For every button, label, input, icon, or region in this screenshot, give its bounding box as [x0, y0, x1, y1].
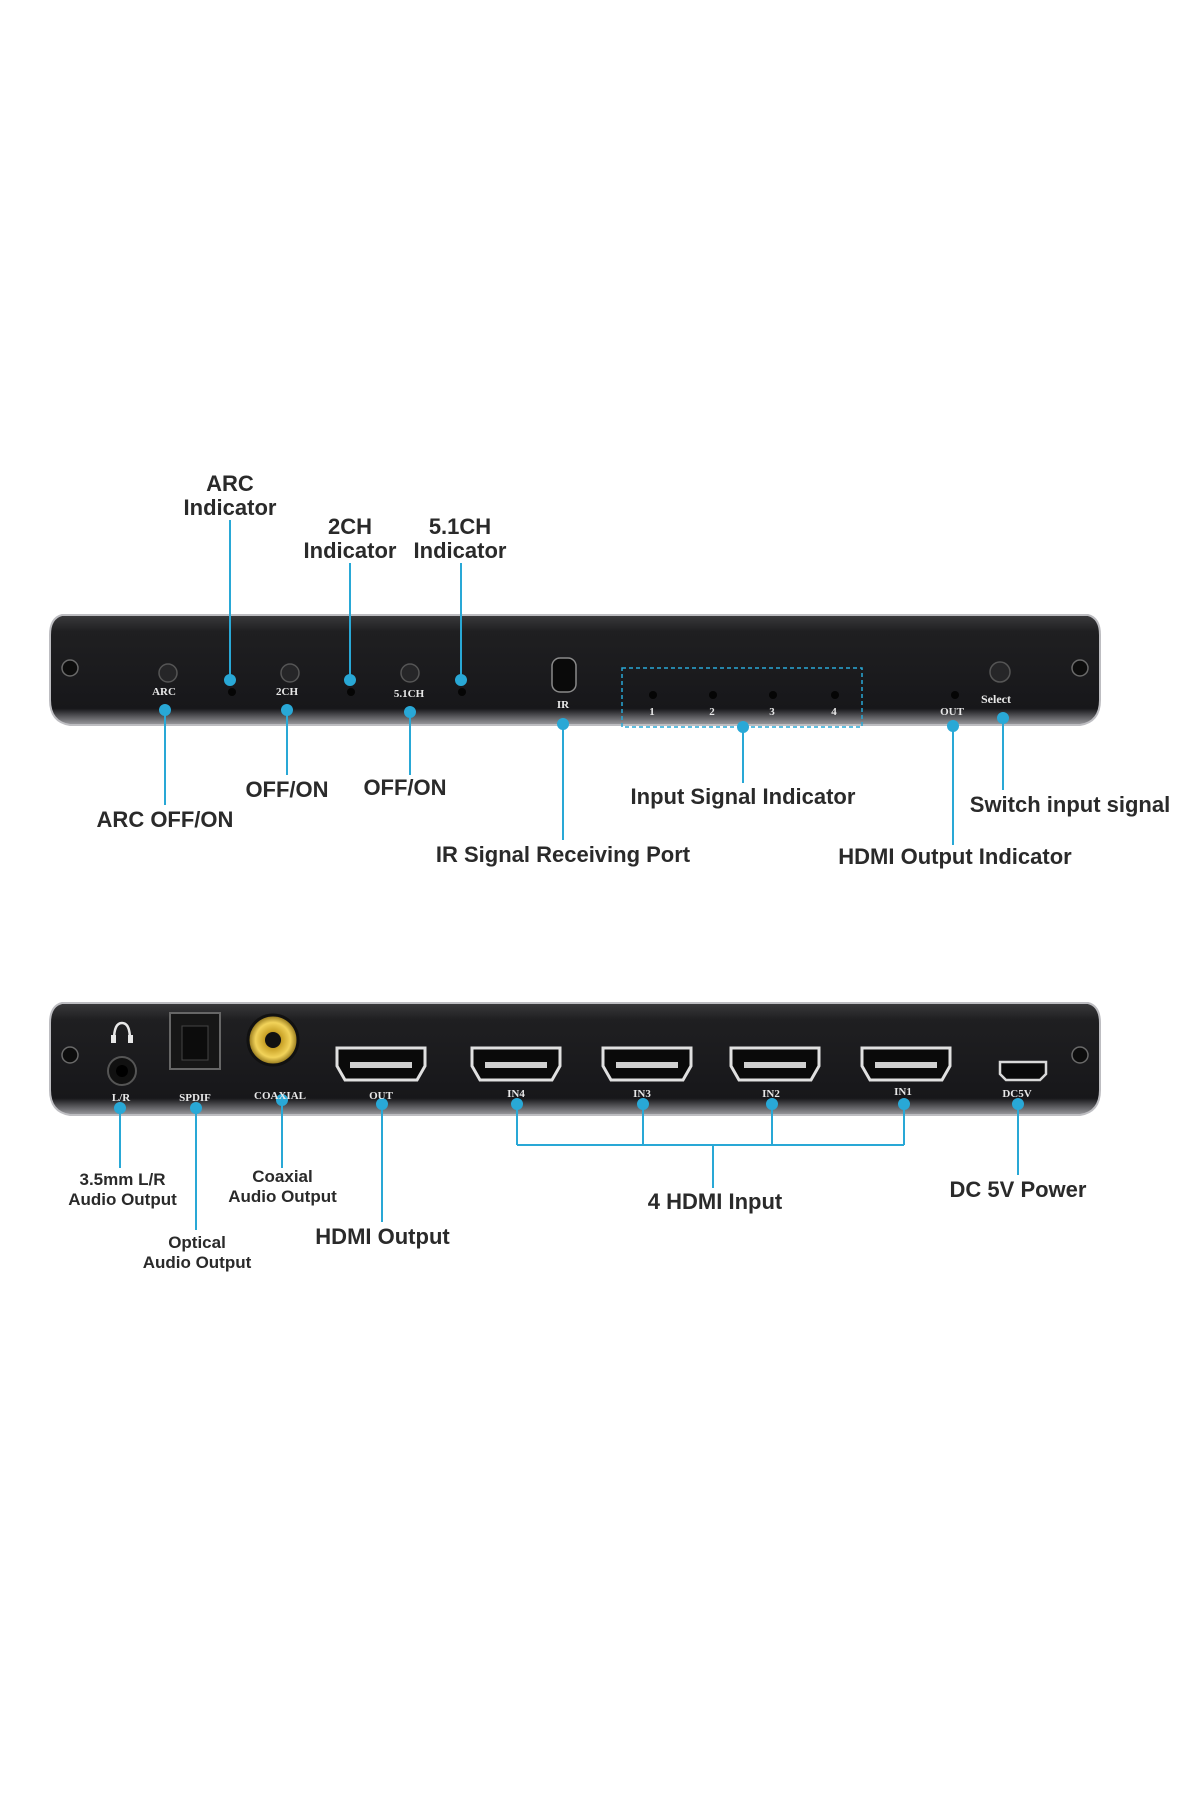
silk-input-4: 4 — [831, 706, 837, 718]
5-1ch-button — [400, 663, 420, 683]
callout-arc-off-on: ARC OFF/ON — [96, 807, 234, 832]
hdmi-in2-port — [729, 1046, 821, 1082]
headphone-icon — [112, 1021, 132, 1041]
silk-lr: L/R — [111, 1092, 131, 1104]
5-1ch-led — [458, 688, 466, 696]
callout-hdmi-out-indicator: HDMI Output Indicator — [838, 844, 1072, 869]
input-4-led — [831, 691, 839, 699]
callout-2ch-indicator: 2CH Indicator — [303, 514, 397, 563]
callout-switch-input: Switch input signal — [969, 792, 1171, 817]
ir-receiver-icon — [551, 657, 577, 693]
callout-optical-audio: Optical Audio Output — [142, 1233, 252, 1272]
input-3-led — [769, 691, 777, 699]
silk-in1: IN1 — [894, 1086, 912, 1098]
silk-in4: IN4 — [507, 1088, 525, 1100]
silk-input-3: 3 — [769, 706, 775, 718]
callout-5-1ch-indicator: 5.1CH Indicator — [413, 514, 507, 563]
callout-5-1ch-off-on: OFF/ON — [363, 775, 447, 800]
2ch-led — [347, 688, 355, 696]
hdmi-in1-port — [860, 1046, 952, 1082]
silk-spdif: SPDIF — [179, 1092, 211, 1104]
silk-5-1ch: 5.1CH — [393, 688, 425, 700]
callout-hdmi-output: HDMI Output — [315, 1224, 450, 1249]
silk-in2: IN2 — [762, 1088, 780, 1100]
silk-out: OUT — [940, 706, 964, 718]
callout-hdmi-input: 4 HDMI Input — [647, 1189, 783, 1214]
callout-3-5mm-audio: 3.5mm L/R Audio Output — [68, 1170, 177, 1209]
out-led — [951, 691, 959, 699]
hdmi-out-port — [335, 1046, 427, 1082]
arc-led — [228, 688, 236, 696]
silk-coaxial: COAXIAL — [254, 1090, 306, 1102]
silk-2ch: 2CH — [276, 686, 298, 698]
silk-arc: ARC — [152, 686, 176, 698]
callout-input-signal: Input Signal Indicator — [630, 784, 856, 809]
callout-coaxial-audio: Coaxial Audio Output — [228, 1167, 337, 1206]
front-panel — [49, 614, 1101, 728]
silk-out-rear: OUT — [369, 1090, 393, 1102]
callout-dc-power: DC 5V Power — [949, 1177, 1087, 1202]
arc-button — [158, 663, 178, 683]
input-indicator-frame — [621, 667, 863, 728]
hdmi-in3-port — [601, 1046, 693, 1082]
hdmi-in4-port — [470, 1046, 562, 1082]
callout-arc-indicator: ARC Indicator — [183, 471, 277, 520]
dc5v-port — [998, 1060, 1048, 1082]
input-1-led — [649, 691, 657, 699]
silk-in3: IN3 — [633, 1088, 651, 1100]
silk-select: Select — [981, 692, 1011, 706]
callout-2ch-off-on: OFF/ON — [245, 777, 329, 802]
screw-icon — [61, 659, 79, 677]
screw-icon — [1071, 1046, 1089, 1064]
rear-panel — [49, 1002, 1101, 1116]
silk-dc5v: DC5V — [1002, 1088, 1032, 1100]
screw-icon — [1071, 659, 1089, 677]
2ch-button — [280, 663, 300, 683]
silk-input-2: 2 — [709, 706, 715, 718]
rear-callout-lines — [114, 1094, 1024, 1230]
select-button — [989, 661, 1011, 683]
input-2-led — [709, 691, 717, 699]
callout-ir-port: IR Signal Receiving Port — [435, 842, 691, 867]
silk-ir: IR — [556, 699, 570, 711]
front-callout-lines — [159, 520, 1009, 845]
silk-input-1: 1 — [649, 706, 655, 718]
screw-icon — [61, 1046, 79, 1064]
